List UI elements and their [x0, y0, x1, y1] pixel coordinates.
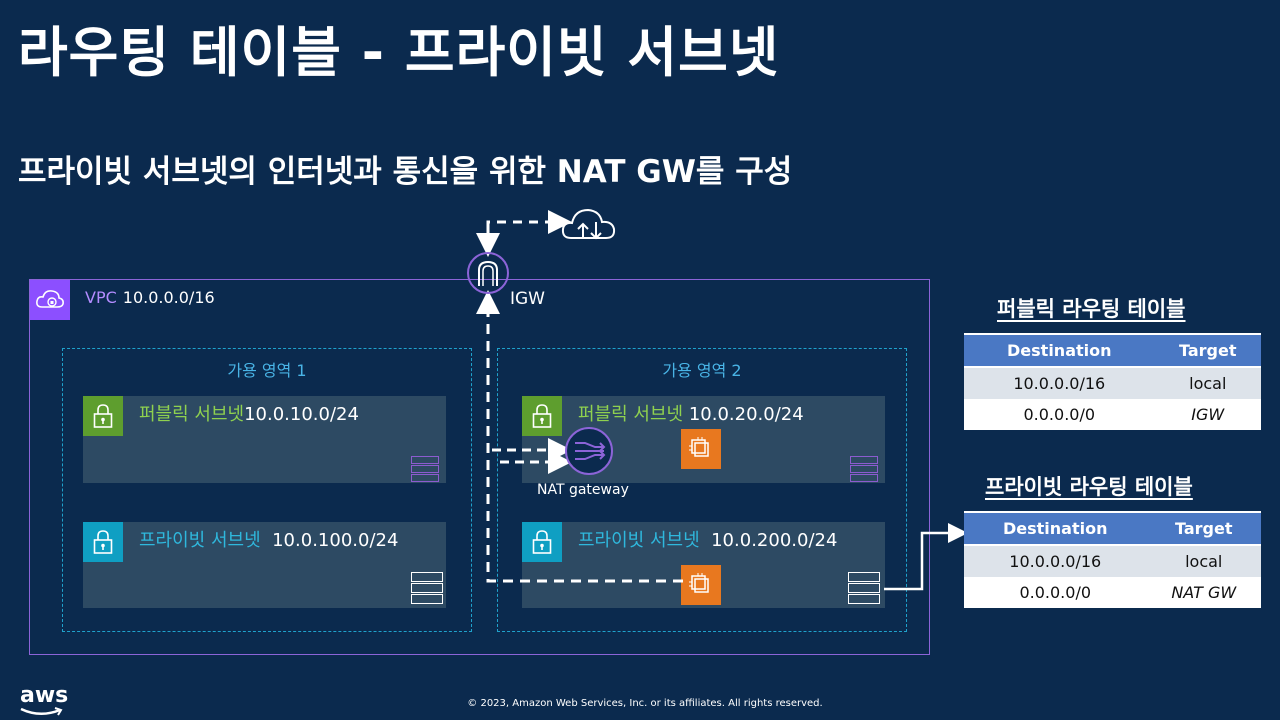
- igw-to-internet-arrow: [486, 210, 572, 245]
- table-row: 10.0.0.0/16 local: [964, 545, 1261, 577]
- lock-icon: [83, 396, 123, 436]
- lock-icon: [522, 522, 562, 562]
- aws-logo-text: aws: [20, 683, 69, 708]
- destination-cell: 0.0.0.0/0: [964, 577, 1147, 608]
- page-subtitle: 프라이빗 서브넷의 인터넷과 통신을 위한 NAT GW를 구성: [18, 154, 793, 190]
- subnet-cidr: 10.0.100.0/24: [272, 530, 399, 551]
- table-header-row: Destination Target: [964, 333, 1261, 368]
- cloud-icon: [561, 208, 616, 240]
- vpc-label-key: VPC: [85, 288, 117, 307]
- subnet-kind: 프라이빗 서브넷: [578, 530, 700, 551]
- page-title: 라우팅 테이블 - 프라이빗 서브넷: [18, 21, 780, 84]
- private-to-igw-arrow: [476, 290, 683, 583]
- internet-gateway-icon: [467, 252, 509, 294]
- lock-icon: [83, 522, 123, 562]
- aws-smile-icon: [20, 707, 63, 716]
- availability-zone-1: 가용 영역 1: [62, 348, 472, 632]
- vpc-cidr: 10.0.0.0/16: [122, 288, 215, 307]
- subnet-label: 프라이빗 서브넷 10.0.100.0/24: [139, 526, 398, 552]
- route-table-icon: [848, 572, 880, 608]
- table-row: 10.0.0.0/16 local: [964, 367, 1261, 399]
- target-cell: local: [1154, 367, 1261, 399]
- table-row: 0.0.0.0/0 IGW: [964, 399, 1261, 430]
- destination-cell: 10.0.0.0/16: [964, 367, 1155, 399]
- target-cell: local: [1146, 545, 1261, 577]
- nat-gateway-label: NAT gateway: [537, 482, 629, 498]
- az-label: 가용 영역 2: [662, 361, 742, 380]
- table-header-row: Destination Target: [964, 511, 1261, 546]
- column-header: Destination: [964, 333, 1155, 368]
- availability-zone-2: 가용 영역 2: [497, 348, 907, 632]
- route-table-icon: [411, 456, 439, 486]
- subnet-kind: 퍼블릭 서브넷: [139, 404, 245, 425]
- subnet-label: 프라이빗 서브넷 10.0.200.0/24: [578, 526, 837, 552]
- az-label: 가용 영역 1: [227, 361, 307, 380]
- subnet-label: 퍼블릭 서브넷 10.0.20.0/24: [578, 400, 804, 426]
- subnet-cidr: 10.0.20.0/24: [688, 404, 804, 425]
- lock-icon: [522, 396, 562, 436]
- column-header: Destination: [964, 511, 1147, 546]
- route-table-icon: [411, 572, 443, 608]
- private-route-table: Destination Target 10.0.0.0/16 local 0.0…: [964, 511, 1261, 608]
- destination-cell: 0.0.0.0/0: [964, 399, 1155, 430]
- subnet-label: 퍼블릭 서브넷10.0.10.0/24: [139, 400, 359, 426]
- target-cell: IGW: [1154, 399, 1261, 430]
- vpc-label: VPC 10.0.0.0/16: [85, 288, 215, 307]
- subnet-cidr: 10.0.200.0/24: [711, 530, 838, 551]
- public-subnet-az1: 퍼블릭 서브넷10.0.10.0/24: [83, 396, 446, 483]
- subnet-cidr: 10.0.10.0/24: [244, 404, 359, 425]
- column-header: Target: [1154, 333, 1261, 368]
- target-cell: NAT GW: [1146, 577, 1261, 608]
- table-row: 0.0.0.0/0 NAT GW: [964, 577, 1261, 608]
- vpc-icon: [30, 280, 70, 320]
- private-route-table-title: 프라이빗 라우팅 테이블: [985, 475, 1193, 499]
- private-subnet-az2: 프라이빗 서브넷 10.0.200.0/24: [522, 522, 885, 608]
- route-table-link-arrow: [884, 523, 968, 591]
- subnet-kind: 프라이빗 서브넷: [139, 530, 261, 551]
- copyright-text: © 2023, Amazon Web Services, Inc. or its…: [467, 698, 823, 709]
- column-header: Target: [1146, 511, 1261, 546]
- destination-cell: 10.0.0.0/16: [964, 545, 1147, 577]
- private-subnet-az1: 프라이빗 서브넷 10.0.100.0/24: [83, 522, 446, 608]
- public-route-table-title: 퍼블릭 라우팅 테이블: [997, 297, 1186, 321]
- ec2-instance-icon: [681, 565, 721, 605]
- subnet-kind: 퍼블릭 서브넷: [578, 404, 684, 425]
- aws-logo: aws: [20, 683, 69, 716]
- public-route-table: Destination Target 10.0.0.0/16 local 0.0…: [964, 333, 1261, 430]
- nat-gateway-icon: [565, 427, 613, 475]
- route-table-icon: [850, 456, 878, 486]
- igw-label: IGW: [510, 289, 545, 309]
- ec2-instance-icon: [681, 429, 721, 469]
